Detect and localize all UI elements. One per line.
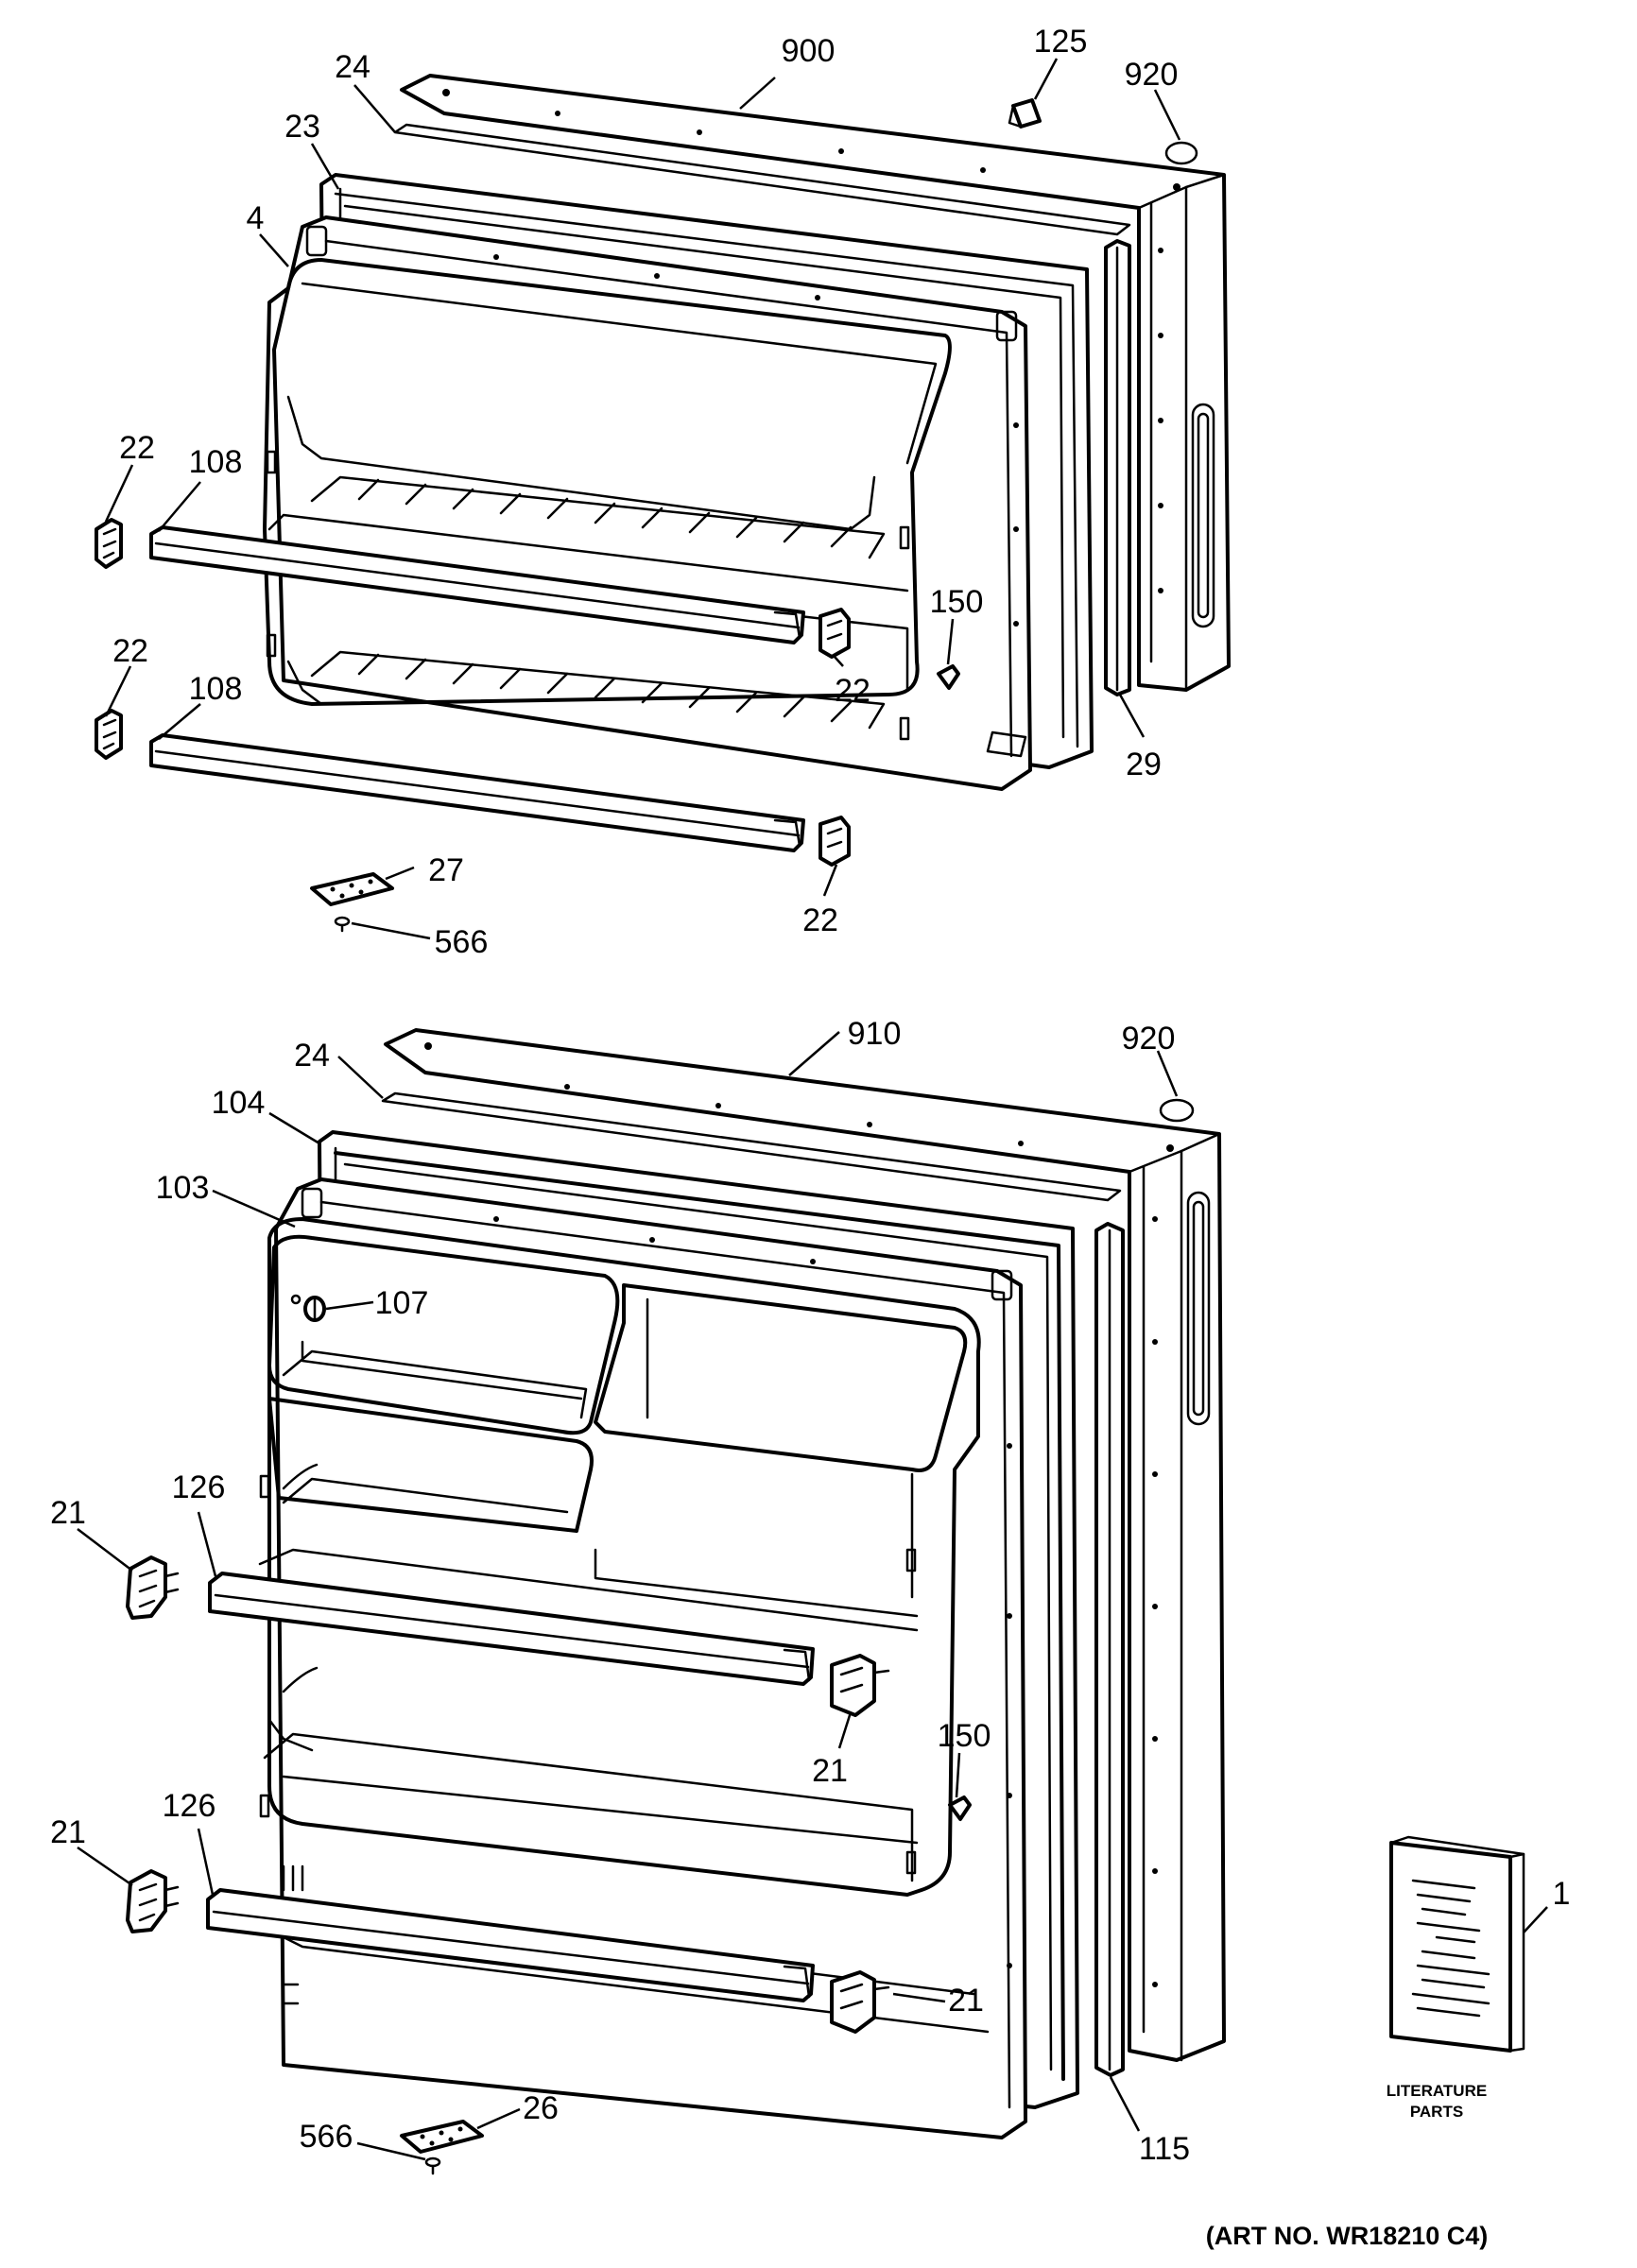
callout-21-c: 21 xyxy=(50,1814,86,1850)
callout-115: 115 xyxy=(1139,2131,1190,2167)
callout-108-a: 108 xyxy=(189,444,243,480)
literature-label-line2: PARTS xyxy=(1410,2103,1463,2121)
callout-920-top: 920 xyxy=(1125,57,1179,93)
callout-126-b: 126 xyxy=(163,1788,216,1824)
callout-22-d: 22 xyxy=(802,902,838,938)
leader-lines xyxy=(77,58,1548,2161)
callout-910: 910 xyxy=(848,1016,902,1052)
screw-150-top xyxy=(937,664,960,690)
callout-21-a: 21 xyxy=(50,1495,86,1531)
knob-107 xyxy=(303,1296,326,1322)
screw-566-bottom xyxy=(424,2156,441,2175)
callout-labels: 900 125 920 24 23 4 22 108 150 22 22 108… xyxy=(50,24,1570,2167)
callout-126-a: 126 xyxy=(172,1469,226,1505)
clip-21-lower-left xyxy=(126,1869,180,1933)
outer-door-panel-900 xyxy=(400,74,1231,692)
screw-150-bottom xyxy=(948,1796,972,1821)
callout-21-b: 21 xyxy=(812,1753,848,1789)
clip-21-upper-left xyxy=(126,1555,180,1620)
callout-22-a: 22 xyxy=(119,430,155,466)
callout-150-bottom: 150 xyxy=(938,1718,991,1754)
callout-4: 4 xyxy=(247,200,265,236)
callout-23: 23 xyxy=(284,109,320,145)
callout-900: 900 xyxy=(782,33,836,69)
callout-22-b: 22 xyxy=(835,673,870,709)
callout-920-bottom: 920 xyxy=(1122,1021,1176,1057)
literature-label-line1: LITERATURE xyxy=(1387,2082,1487,2100)
callout-1: 1 xyxy=(1553,1876,1571,1912)
side-strip-115 xyxy=(1094,1222,1125,2077)
literature-booklet-1 xyxy=(1389,1835,1525,2053)
freezer-door-assembly xyxy=(95,74,1231,933)
callout-27: 27 xyxy=(428,852,464,888)
callout-21-d: 21 xyxy=(948,1983,984,2019)
outer-door-panel-910 xyxy=(384,1028,1226,2062)
clip-22-lower-right xyxy=(818,816,851,867)
clip-22-upper-right xyxy=(818,608,851,659)
block-125 xyxy=(1008,98,1042,129)
art-number: (ART NO. WR18210 C4) xyxy=(1206,2222,1489,2250)
callout-24-top: 24 xyxy=(335,49,370,85)
gasket-strip-24-top xyxy=(393,123,1131,236)
callout-566-top: 566 xyxy=(435,924,489,960)
plug-920-bottom xyxy=(1159,1098,1195,1123)
hinge-plate-26 xyxy=(400,2120,484,2154)
callout-107: 107 xyxy=(375,1285,429,1321)
fresh-food-door-bins xyxy=(258,1217,990,2034)
callout-150-top: 150 xyxy=(930,584,984,620)
gasket-strip-24-bottom xyxy=(381,1091,1122,1202)
freezer-bin-shelves xyxy=(263,258,952,741)
shelf-bar-126-upper xyxy=(208,1572,815,1686)
shelf-bar-126-lower xyxy=(206,1888,815,2002)
clip-21-upper-right xyxy=(830,1654,890,1717)
callout-29: 29 xyxy=(1126,747,1162,782)
callout-566-bottom: 566 xyxy=(300,2119,353,2155)
hinge-plate-27 xyxy=(310,872,394,906)
screw-566-top xyxy=(334,916,351,933)
callout-24-bottom: 24 xyxy=(294,1038,330,1074)
callout-125: 125 xyxy=(1034,24,1088,60)
callout-108-b: 108 xyxy=(189,671,243,707)
callout-22-c: 22 xyxy=(112,633,148,669)
fresh-food-door-assembly xyxy=(126,1028,1226,2175)
callout-104: 104 xyxy=(212,1085,266,1121)
clip-21-lower-right xyxy=(830,1970,890,2034)
clip-22-upper-left xyxy=(95,518,123,569)
plug-920-top xyxy=(1164,141,1198,165)
callout-103: 103 xyxy=(156,1170,210,1206)
callout-26: 26 xyxy=(523,2090,559,2126)
clip-22-lower-left xyxy=(95,709,123,760)
shelf-bar-108-lower xyxy=(149,733,805,852)
side-strip-29 xyxy=(1104,239,1131,696)
